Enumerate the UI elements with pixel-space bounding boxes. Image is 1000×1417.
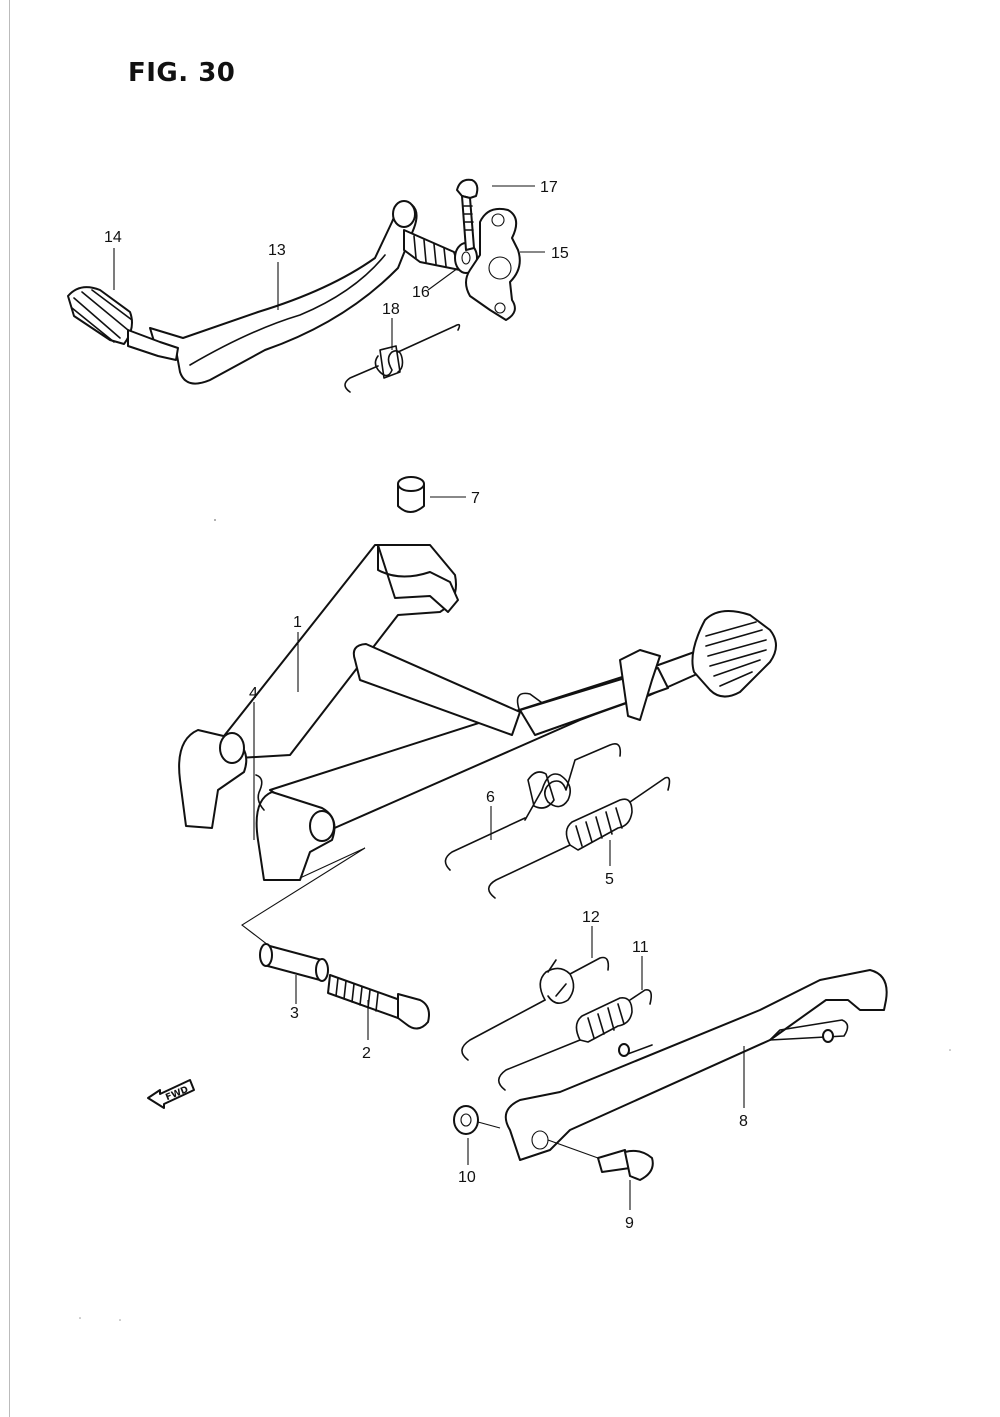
page-edge-line [9, 0, 10, 1417]
bolt-9 [547, 1139, 654, 1181]
bolt-2 [327, 974, 430, 1030]
callout-1: 1 [293, 614, 302, 631]
callout-3: 3 [290, 1005, 299, 1022]
callout-4: 4 [249, 685, 258, 702]
figure-title: FIG. 30 [128, 58, 236, 88]
callout-12: 12 [582, 909, 600, 926]
spring-18 [344, 323, 461, 393]
side-stand-8 [504, 969, 888, 1161]
center-stand-1 [204, 544, 709, 831]
gearshift-arm-15 [465, 207, 521, 321]
callout-16: 16 [412, 284, 430, 301]
callout-13: 13 [268, 242, 286, 259]
callout-7: 7 [471, 490, 480, 507]
callout-8: 8 [739, 1113, 748, 1130]
callout-6: 6 [486, 789, 495, 806]
stand-pedal-pad [691, 610, 777, 698]
callout-2: 2 [362, 1045, 371, 1062]
gearshift-lever-13 [149, 200, 418, 385]
spring-11 [497, 988, 652, 1091]
callout-leaders [113, 185, 745, 1210]
nut-10 [453, 1105, 501, 1135]
stand-right-foot [255, 791, 336, 881]
fwd-arrow: FWD [147, 1079, 195, 1109]
callout-18: 18 [382, 301, 400, 318]
spring-5 [487, 776, 671, 899]
callout-15: 15 [551, 245, 569, 262]
fwd-label: FWD [164, 1085, 190, 1103]
spacer-3 [259, 943, 329, 982]
shift-shaft-splined [403, 229, 461, 271]
stand-left-foot [178, 729, 248, 829]
callout-14: 14 [104, 229, 122, 246]
callout-10: 10 [458, 1169, 476, 1186]
bolt-17 [456, 178, 479, 251]
scan-specks [79, 519, 951, 1321]
callout-17: 17 [540, 179, 558, 196]
stopper-rubber-7 [397, 476, 425, 513]
callout-9: 9 [625, 1215, 634, 1232]
shift-pedal-rubber-14 [67, 286, 179, 361]
callout-5: 5 [605, 871, 614, 888]
spring-12 [461, 956, 610, 1061]
cotter-pin-4 [255, 774, 265, 811]
spring-6 [444, 743, 622, 871]
callout-11: 11 [632, 939, 649, 956]
